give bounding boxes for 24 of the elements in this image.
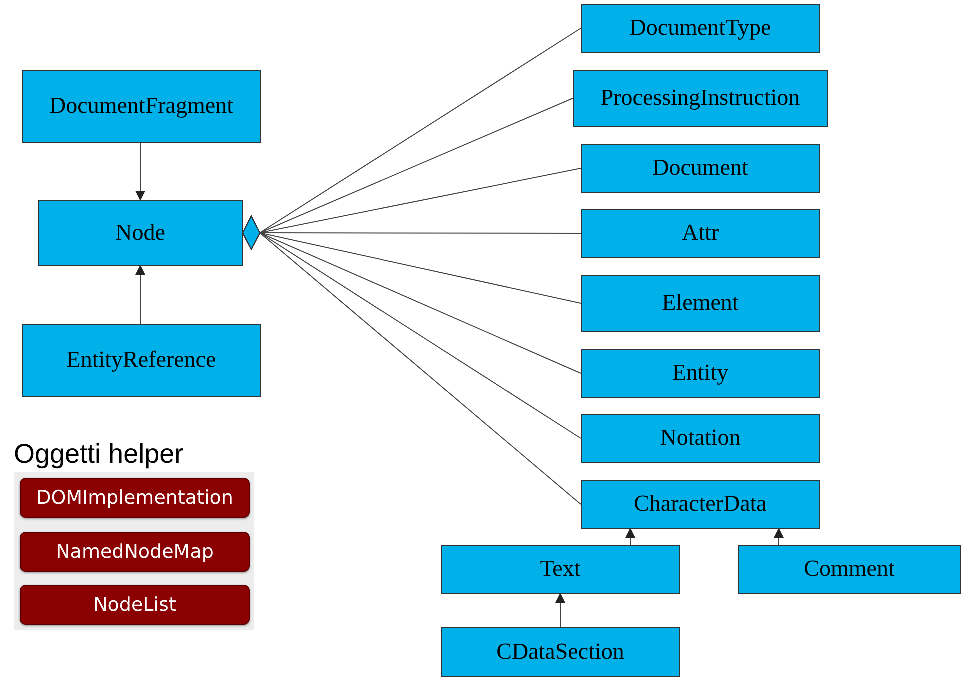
helper-object-box: NamedNodeMap <box>20 532 250 572</box>
arrow <box>556 593 566 628</box>
arrow <box>136 265 146 324</box>
class-box: CDataSection <box>441 627 680 677</box>
class-box: Entity <box>581 349 820 398</box>
panel-heading: Oggetti helper <box>14 438 184 470</box>
class-box: Attr <box>581 209 820 258</box>
helper-object-box: DOMImplementation <box>20 478 250 518</box>
class-box: ProcessingInstruction <box>573 70 828 127</box>
class-box: Comment <box>738 545 961 594</box>
helper-object-box: NodeList <box>20 585 250 625</box>
class-box: DocumentFragment <box>22 70 261 143</box>
class-box: Node <box>38 200 243 266</box>
class-box: CharacterData <box>581 480 820 529</box>
class-box: Document <box>581 144 820 193</box>
class-box: EntityReference <box>22 324 261 397</box>
arrow <box>136 142 146 201</box>
class-box: Text <box>441 545 680 594</box>
class-box: Notation <box>581 414 820 463</box>
class-box: Element <box>581 275 820 332</box>
arrow <box>626 528 636 546</box>
aggregation-line <box>242 216 582 505</box>
class-box: DocumentType <box>581 4 820 53</box>
arrow <box>774 528 784 546</box>
